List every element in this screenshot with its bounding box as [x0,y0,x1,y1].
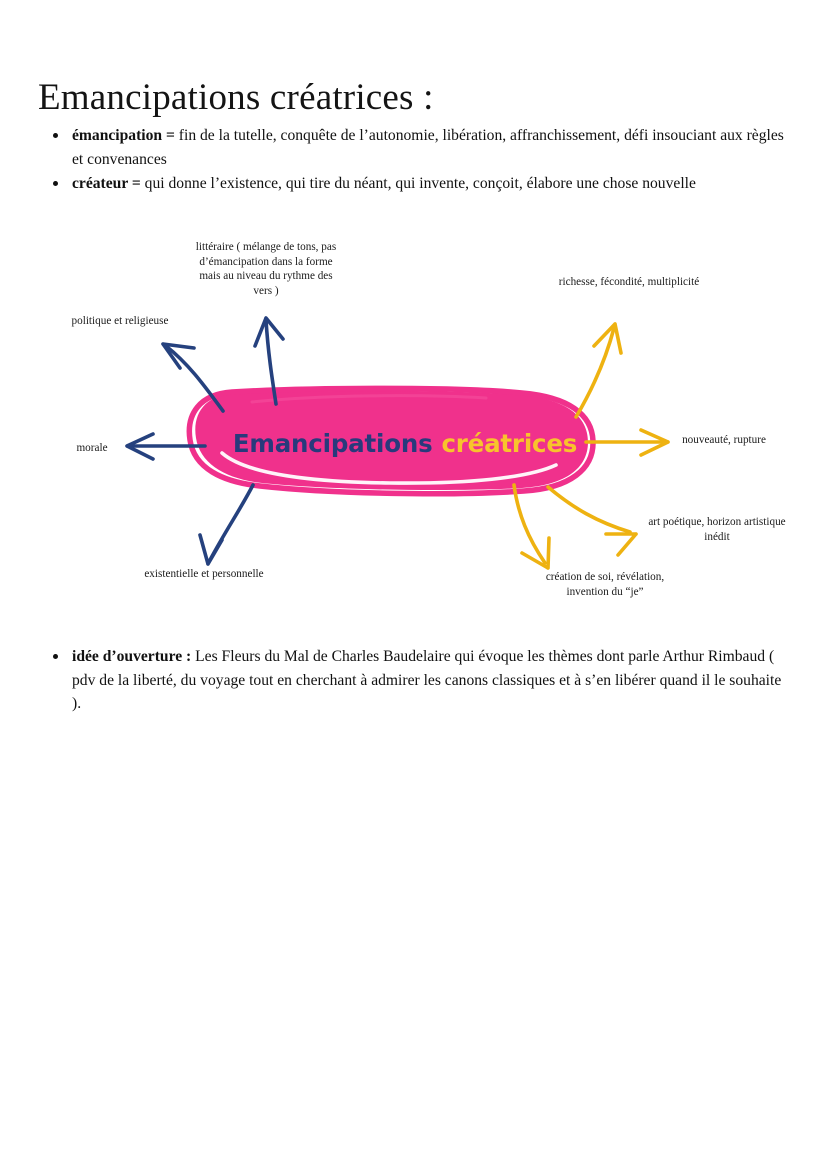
arrow-art-poetique [546,485,638,557]
arrow-litteraire [253,316,285,406]
list-item: idée d’ouverture : Les Fleurs du Mal de … [40,645,792,716]
node-label-creation-de-soi: création de soi, révélation, invention d… [545,571,665,598]
center-word-primary: Emancipations [232,429,433,458]
definition-text: fin de la tutelle, conquête de l’autonom… [72,127,784,168]
node-label-richesse: richesse, fécondité, multiplicité [558,276,700,288]
center-blob [186,385,596,497]
closing-list: idée d’ouverture : Les Fleurs du Mal de … [40,645,792,717]
page-title: Emancipations créatrices : [38,76,434,118]
center-node-label: Emancipations créatrices [215,429,595,458]
definition-term: émancipation = [72,127,175,144]
list-item: créateur = qui donne l’existence, qui ti… [40,172,792,196]
mindmap-diagram [0,222,828,632]
arrow-morale [125,432,207,461]
list-item: émancipation = fin de la tutelle, conquê… [40,124,792,171]
node-label-morale: morale [76,442,108,454]
definitions-list: émancipation = fin de la tutelle, conquê… [40,124,792,197]
node-label-litteraire: littéraire ( mélange de tons, pas d’éman… [195,241,337,297]
center-word-secondary: créatrices [441,429,578,458]
node-label-nouveaute: nouveauté, rupture [682,434,766,446]
closing-text: Les Fleurs du Mal de Charles Baudelaire … [72,648,782,712]
node-label-politique: politique et religieuse [71,315,169,327]
node-label-existentielle: existentielle et personnelle [144,568,264,580]
closing-term: idée d’ouverture : [72,648,192,665]
arrow-politique [161,342,225,413]
definition-text: qui donne l’existence, qui tire du néant… [140,175,696,192]
definition-term: créateur = [72,175,141,192]
arrow-nouveaute [584,428,670,457]
arrow-creation-de-soi [512,483,551,570]
arrow-richesse [574,322,623,419]
mindmap-graphics [125,316,670,570]
arrow-existentielle [198,483,255,566]
node-label-art-poetique: art poétique, horizon artistique inédit [648,516,786,543]
